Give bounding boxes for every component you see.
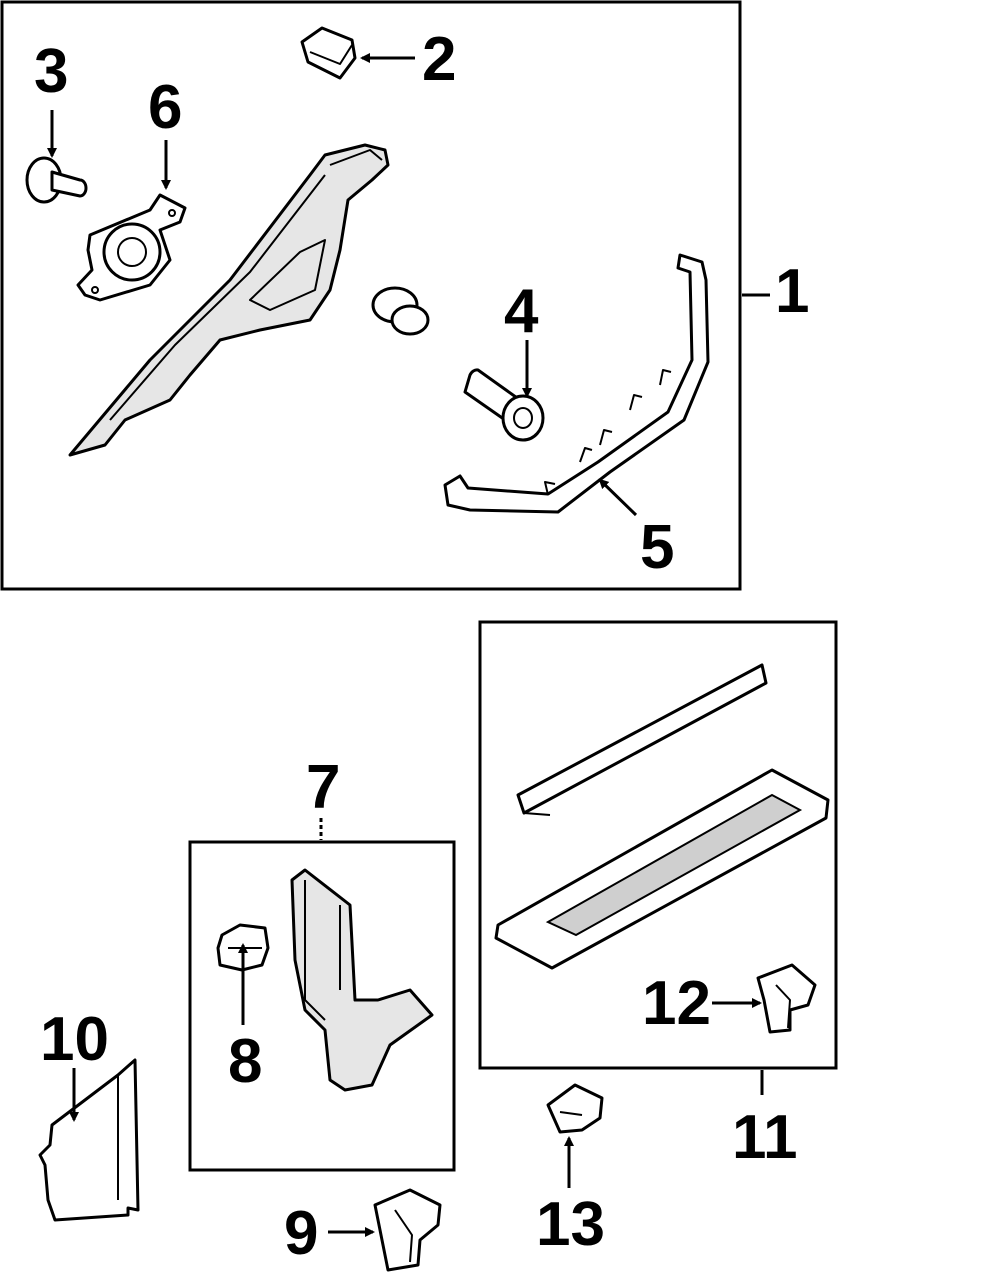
- callout-1: 1: [775, 257, 809, 326]
- callout-9: 9: [284, 1199, 318, 1268]
- group-box-1: [0, 0, 742, 591]
- part-grommet: [371, 286, 430, 336]
- callout-11: 11: [732, 1103, 798, 1172]
- part-2-clip: [300, 26, 357, 80]
- callout-10: 10: [40, 1005, 109, 1074]
- callout-6: 6: [148, 73, 182, 142]
- arrow-5: [598, 478, 638, 517]
- part-4-screw: [463, 368, 545, 442]
- callout-13: 13: [536, 1190, 605, 1259]
- part-1-pillar-trim: [68, 143, 390, 457]
- callout-3: 3: [34, 37, 68, 106]
- callout-4: 4: [504, 277, 539, 346]
- part-12-clip: [756, 963, 817, 1034]
- part-11-upper-strip: [516, 663, 768, 816]
- callout-2: 2: [422, 25, 456, 94]
- part-10-panel: [38, 1058, 140, 1222]
- part-9-clip: [373, 1188, 442, 1272]
- part-5-rail: [443, 253, 710, 514]
- part-7-lower-trim: [290, 868, 434, 1092]
- callout-5: 5: [640, 513, 674, 582]
- part-3-pin: [25, 156, 88, 204]
- callout-12: 12: [642, 969, 711, 1038]
- callout-8: 8: [228, 1027, 262, 1096]
- callout-7: 7: [306, 753, 340, 822]
- group-box-7: [188, 840, 456, 1172]
- part-13-clip: [546, 1083, 604, 1134]
- group-box-11: [478, 620, 838, 1070]
- part-6-speaker: [76, 193, 187, 302]
- part-11-scuff-plate: [494, 768, 830, 970]
